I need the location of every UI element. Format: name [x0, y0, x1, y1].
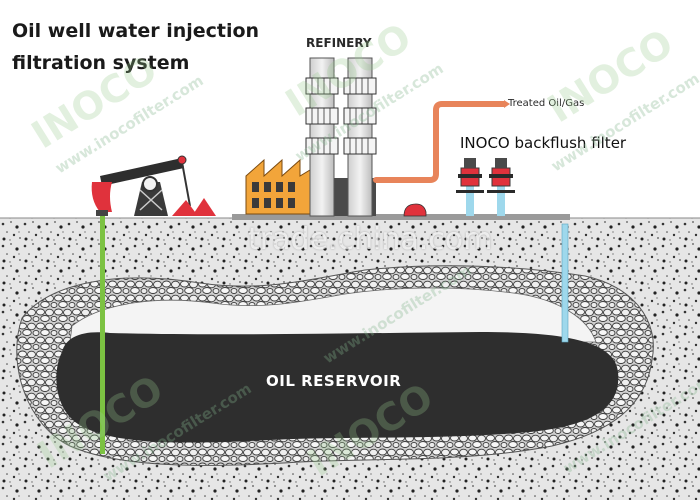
pipe-icon	[373, 101, 507, 183]
reservoir-cap	[69, 287, 597, 343]
production-well-pipe	[100, 214, 105, 454]
diagram-title-line-2: filtration system	[12, 52, 190, 74]
backflush-filter-label: INOCO backflush filter	[460, 134, 627, 152]
pumpjack-icon	[91, 155, 216, 216]
oil-reservoir	[56, 332, 619, 443]
refinery-icon	[305, 57, 377, 217]
oil-reservoir-label: OIL RESERVOIR	[266, 372, 402, 390]
refinery-label: REFINERY	[306, 36, 372, 50]
treated-oil-gas-label: Treated Oil/Gas	[508, 98, 585, 109]
filter-icon	[456, 158, 515, 216]
factory-icon	[245, 158, 311, 215]
diagram-title-line-1: Oil well water injection	[12, 20, 260, 42]
injection-well-pipe	[561, 223, 569, 343]
